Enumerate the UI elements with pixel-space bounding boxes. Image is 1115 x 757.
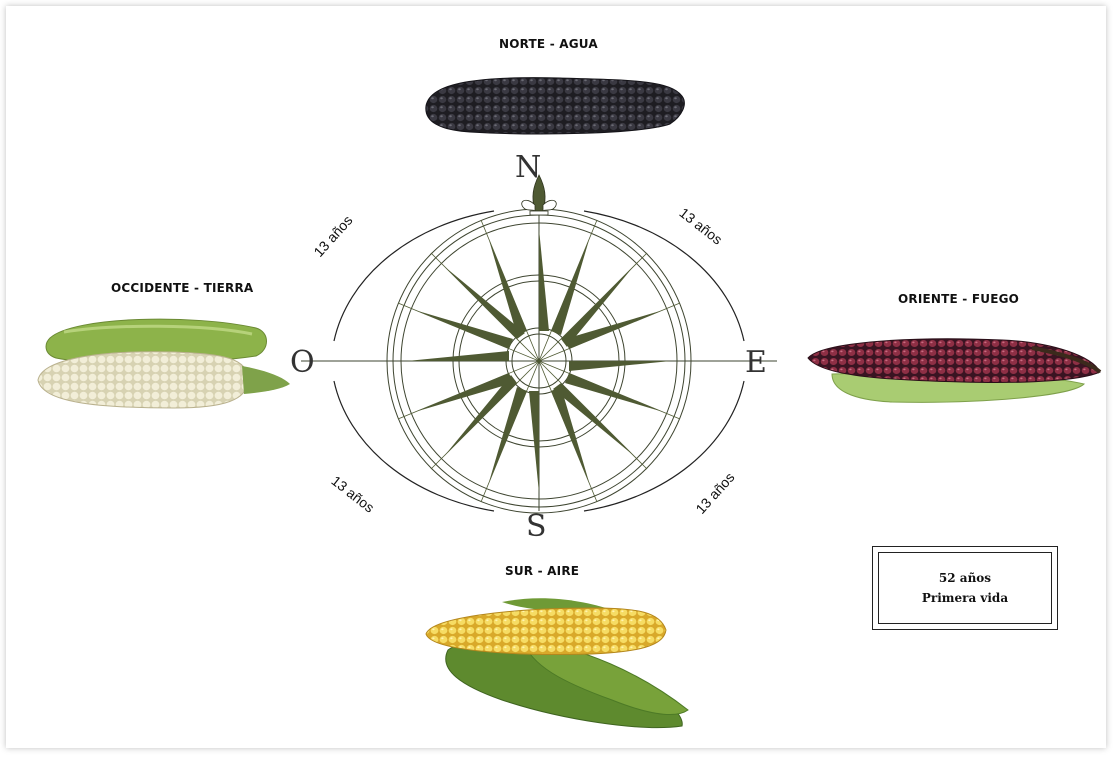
east-label: ORIENTE - FUEGO bbox=[898, 292, 1019, 306]
north-label: NORTE - AGUA bbox=[499, 37, 598, 51]
south-label: SUR - AIRE bbox=[505, 564, 579, 578]
summary-box-inner: 52 años Primera vida bbox=[878, 552, 1052, 624]
compass-letter-e: E bbox=[745, 345, 767, 380]
black-corn-image bbox=[420, 68, 688, 140]
west-label: OCCIDENTE - TIERRA bbox=[111, 281, 253, 295]
summary-box: 52 años Primera vida bbox=[872, 546, 1058, 630]
summary-years: 52 años bbox=[939, 571, 991, 585]
compass-letter-s: S bbox=[526, 509, 547, 544]
red-corn-image bbox=[802, 330, 1104, 410]
white-corn-image bbox=[34, 310, 296, 414]
compass-letter-n: N bbox=[515, 150, 541, 185]
compass-letter-o: O bbox=[290, 345, 315, 380]
yellow-corn-image bbox=[412, 590, 714, 744]
summary-caption: Primera vida bbox=[922, 591, 1008, 605]
